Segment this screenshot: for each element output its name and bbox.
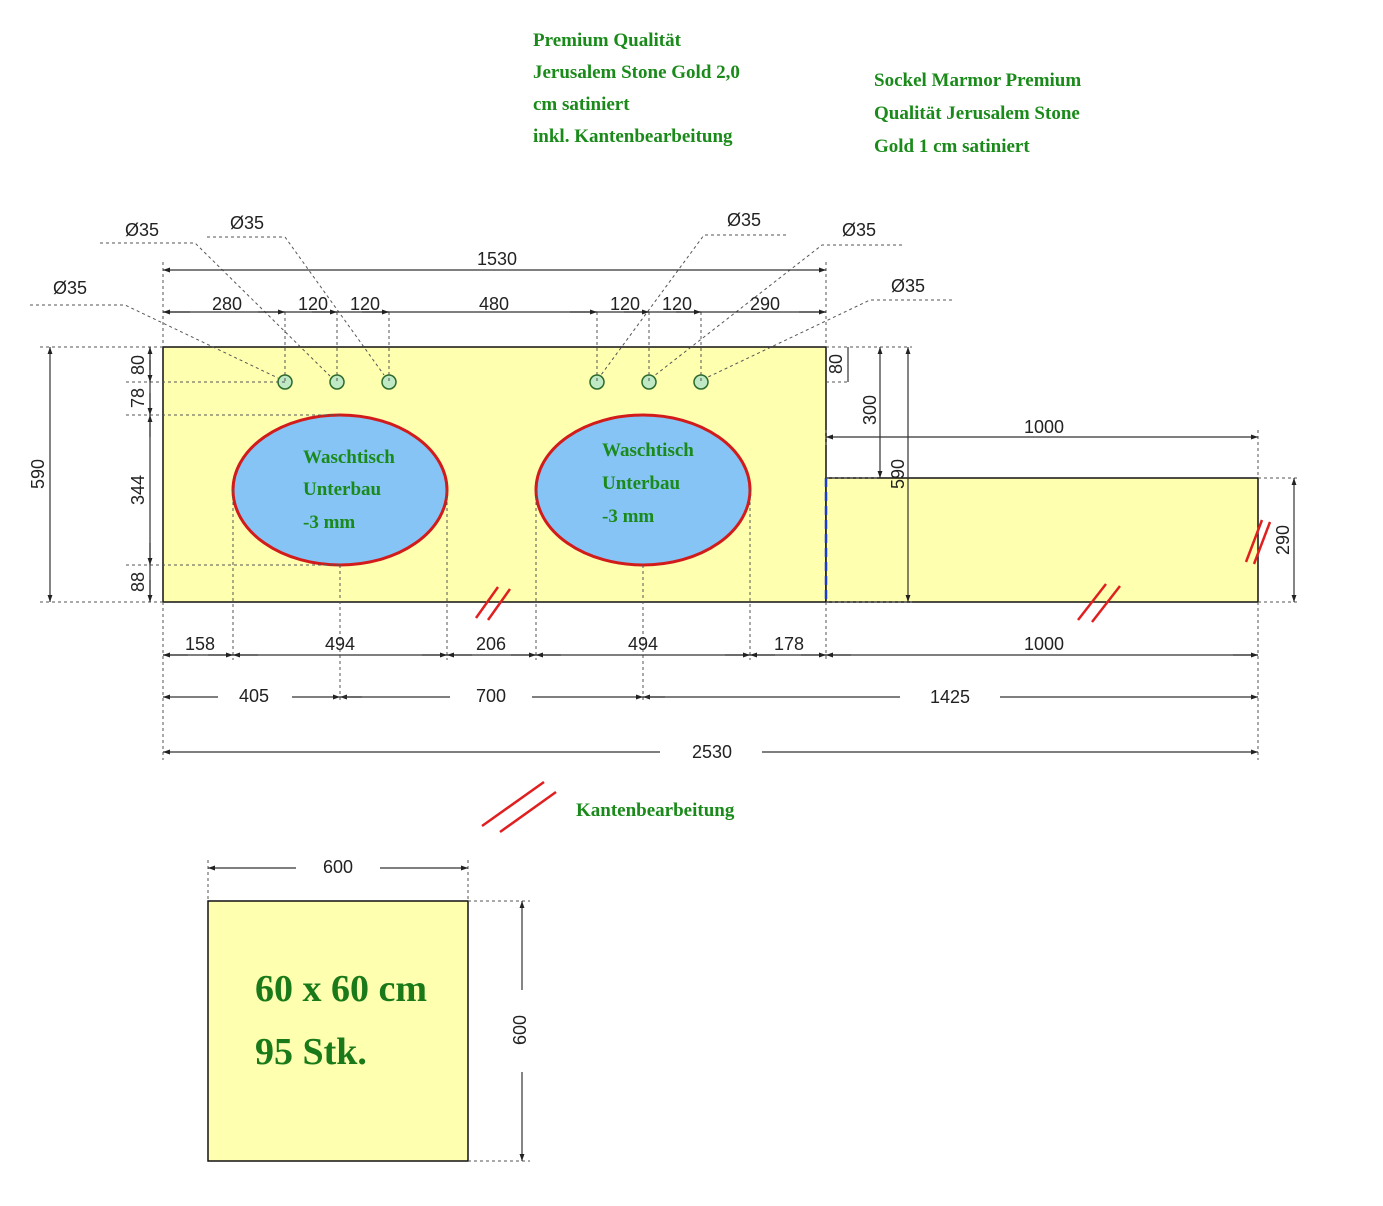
dim-left-chain: 80 78 344 88 <box>128 347 153 602</box>
tile-qty-label: 95 Stk. <box>255 1031 367 1073</box>
basin-label-line: Unterbau <box>602 473 681 494</box>
hole-diameter-label: Ø35 <box>125 220 159 240</box>
extension-lines <box>40 262 1300 760</box>
hole-diameter-label: Ø35 <box>842 220 876 240</box>
dim-label: 494 <box>325 634 355 654</box>
basin-label-line: Waschtisch <box>602 440 694 461</box>
dim-right-300: 300 <box>860 347 883 478</box>
skirting-note: Sockel Marmor Premium Qualität Jerusalem… <box>874 70 1081 157</box>
dim-label: 700 <box>476 686 506 706</box>
dim-right-590: 590 <box>888 347 911 602</box>
skirting-note-line: Gold 1 cm satiniert <box>874 136 1030 157</box>
dim-label: 178 <box>774 634 804 654</box>
countertop-note: Premium Qualität Jerusalem Stone Gold 2,… <box>533 30 740 147</box>
edge-legend-icon <box>481 780 545 828</box>
tap-hole <box>693 374 709 390</box>
basin-label-line: Unterbau <box>303 479 382 500</box>
dim-label: 480 <box>479 294 509 314</box>
countertop-note-line: Premium Qualität <box>533 30 682 51</box>
dim-label: 290 <box>750 294 780 314</box>
dim-bottom-row2: 405 700 1425 <box>163 686 1258 707</box>
hole-diameter-label: Ø35 <box>727 210 761 230</box>
skirting-note-line: Qualität Jerusalem Stone <box>874 103 1080 124</box>
dim-label: 1425 <box>930 687 970 707</box>
hole-diameter-label: Ø35 <box>53 278 87 298</box>
dim-label: 80 <box>128 355 148 375</box>
edge-legend-icon <box>499 790 557 834</box>
basin-left-label: Waschtisch Unterbau -3 mm <box>303 447 395 533</box>
dim-skirt-top: 1000 <box>826 417 1258 440</box>
tile-size-label: 60 x 60 cm <box>255 968 427 1010</box>
dim-label: 206 <box>476 634 506 654</box>
dim-label: 1530 <box>477 249 517 269</box>
dim-top-overall: 1530 <box>163 249 826 273</box>
tap-hole <box>641 374 657 390</box>
dim-tile-width: 600 <box>207 857 469 901</box>
dim-label: 290 <box>1273 525 1293 555</box>
basin-label-line: Waschtisch <box>303 447 395 468</box>
dim-label: 80 <box>826 354 846 374</box>
skirting-piece <box>825 477 1259 603</box>
dim-overall-2530: 2530 <box>163 742 1258 762</box>
floor-tile <box>207 900 469 1162</box>
hole-diameter-label: Ø35 <box>891 276 925 296</box>
leader-line <box>653 244 902 377</box>
hole-diameter-labels: Ø35 Ø35 Ø35 Ø35 Ø35 Ø35 <box>53 210 925 298</box>
countertop-note-line: inkl. Kantenbearbeitung <box>533 126 733 147</box>
leader-line <box>30 304 279 379</box>
hole-diameter-label: Ø35 <box>230 213 264 233</box>
dim-label: 120 <box>350 294 380 314</box>
dim-label: 600 <box>510 1015 530 1045</box>
dim-label: 120 <box>610 294 640 314</box>
leader-line <box>100 242 331 377</box>
dim-label: 120 <box>298 294 328 314</box>
dim-label: 494 <box>628 634 658 654</box>
hole-leaders <box>30 234 952 379</box>
dim-label: 280 <box>212 294 242 314</box>
dim-label: 1000 <box>1024 417 1064 437</box>
countertop-note-line: cm satiniert <box>533 94 630 115</box>
dim-label: 88 <box>128 572 148 592</box>
edge-legend-label: Kantenbearbeitung <box>576 800 735 821</box>
basin-label-line: -3 mm <box>602 506 654 527</box>
dim-label: 590 <box>888 459 908 489</box>
dim-left-overall: 590 <box>28 347 53 602</box>
basin-label-line: -3 mm <box>303 512 355 533</box>
tap-hole <box>589 374 605 390</box>
leader-line <box>207 236 385 376</box>
dim-tile-height: 600 <box>468 900 530 1162</box>
dim-top-chain: 280 120 120 480 120 120 290 <box>163 294 826 315</box>
dim-bottom-row1: 158 494 206 494 178 1000 <box>163 634 1258 658</box>
dim-label: 1000 <box>1024 634 1064 654</box>
dim-skirt-height: 290 <box>1273 478 1297 602</box>
tap-hole <box>329 374 345 390</box>
dim-label: 120 <box>662 294 692 314</box>
dim-label: 78 <box>128 388 148 408</box>
dim-label: 300 <box>860 395 880 425</box>
dim-label: 405 <box>239 686 269 706</box>
dim-right-80: 80 <box>826 347 849 382</box>
edge-legend: Kantenbearbeitung <box>481 780 735 834</box>
tap-hole <box>381 374 397 390</box>
dim-label: 590 <box>28 459 48 489</box>
countertop-note-line: Jerusalem Stone Gold 2,0 <box>533 62 740 83</box>
skirting-note-line: Sockel Marmor Premium <box>874 70 1081 91</box>
edge-marker <box>474 586 512 621</box>
basin-right-label: Waschtisch Unterbau -3 mm <box>602 440 694 527</box>
dim-label: 344 <box>128 475 148 505</box>
dim-label: 158 <box>185 634 215 654</box>
edge-marker <box>1077 583 1121 623</box>
dim-label: 600 <box>323 857 353 877</box>
edge-marker <box>1244 519 1272 565</box>
dim-label: 2530 <box>692 742 732 762</box>
